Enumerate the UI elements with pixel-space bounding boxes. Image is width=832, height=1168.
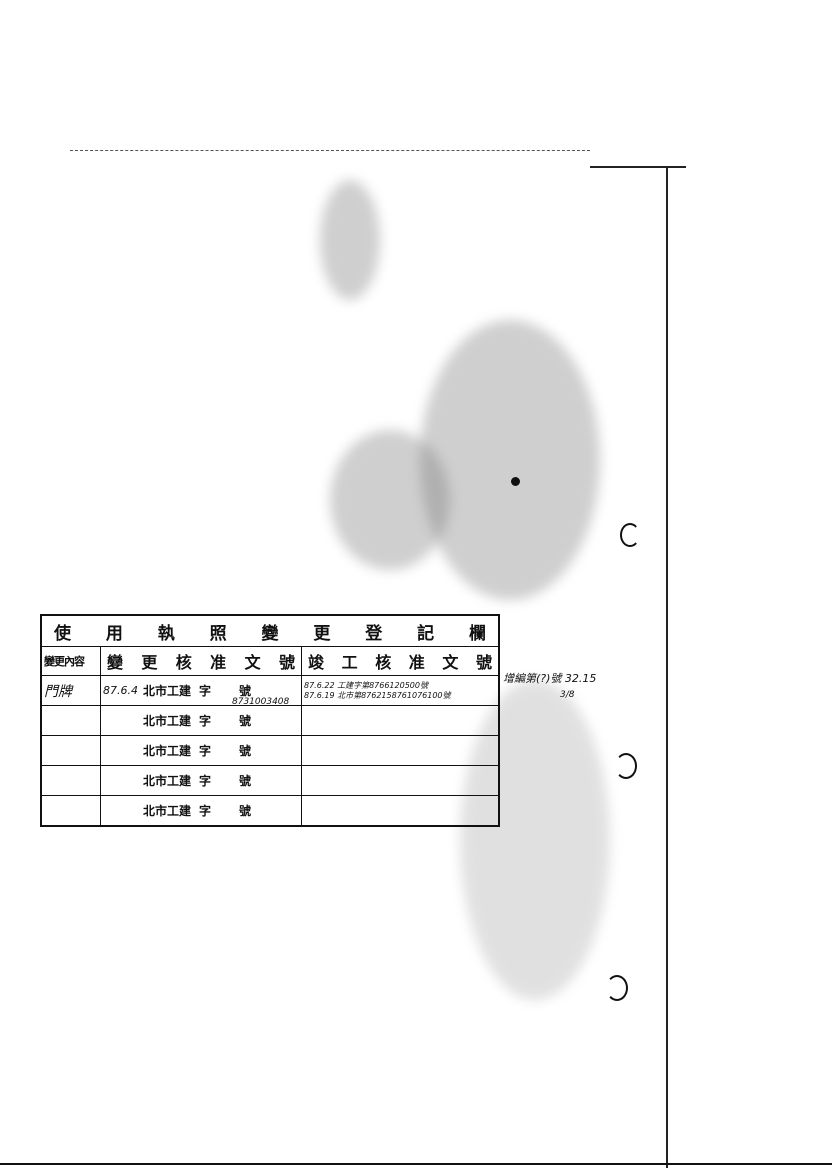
register-row: 北市工建 字 號	[40, 795, 500, 827]
register-row: 北市工建 字 號	[40, 705, 500, 736]
completion-approval-cell	[301, 765, 500, 796]
completion-line: 87.6.19 北市第8762158761076100號	[304, 690, 451, 700]
completion-approval-cell	[301, 795, 500, 827]
page-edge-right	[666, 168, 668, 1168]
punch-hole-mark	[615, 753, 637, 779]
zi-label: 字	[199, 744, 212, 758]
bleed-through-smudge	[330, 430, 450, 570]
page-edge-top	[590, 166, 686, 168]
title-char: 記	[417, 623, 435, 644]
title-char: 照	[209, 623, 227, 644]
punch-hole-mark	[620, 523, 640, 547]
change-approval-cell: 北市工建 字 號	[100, 765, 302, 796]
completion-approval-cell: 87.6.22 工建字第8766120500號 87.6.19 北市第87621…	[301, 675, 500, 706]
hao-label: 號	[239, 774, 252, 788]
permit-prefix: 北市工建	[143, 684, 192, 698]
header-completion-approval: 竣 工 核 准 文 號	[301, 646, 500, 676]
title-char: 欄	[469, 623, 486, 644]
permit-prefix: 北市工建	[143, 714, 192, 728]
title-char: 變	[261, 623, 279, 644]
scan-edge-top	[70, 150, 590, 151]
change-approval-cell: 北市工建 字 號	[100, 735, 302, 766]
bleed-through-smudge	[320, 180, 380, 300]
title-char: 執	[157, 623, 175, 644]
zi-label: 字	[199, 774, 212, 788]
header-change-content: 變更內容	[40, 646, 101, 676]
scan-bottom-edge	[0, 1163, 832, 1165]
zi-label: 字	[199, 714, 212, 728]
hao-label: 號	[239, 714, 252, 728]
hao-label: 號	[239, 744, 252, 758]
zi-label: 字	[199, 684, 212, 698]
approval-date: 87.6.4	[103, 684, 138, 697]
title-char: 用	[105, 623, 123, 644]
hao-label: 號	[239, 684, 252, 698]
title-char: 更	[313, 623, 331, 644]
register-title-row: 使 用 執 照 變 更 登 記 欄	[40, 614, 500, 647]
change-approval-cell: 北市工建 字 號	[100, 795, 302, 827]
punch-hole-mark	[606, 975, 628, 1001]
change-content-cell	[40, 735, 101, 766]
register-row: 門牌 87.6.4 北市工建 字 號 87.6.22 工建字第876612050…	[40, 675, 500, 706]
change-content-cell	[40, 765, 101, 796]
title-char: 使	[54, 623, 71, 644]
bleed-through-smudge	[420, 320, 600, 600]
handwritten-side-note-2: 3/8	[560, 690, 575, 700]
completion-line: 87.6.22 工建字第8766120500號	[304, 680, 428, 690]
register-row: 北市工建 字 號	[40, 765, 500, 796]
completion-approval-cell	[301, 735, 500, 766]
register-header-row: 變更內容 變 更 核 准 文 號 竣 工 核 准 文 號	[40, 646, 500, 676]
register-row: 北市工建 字 號	[40, 735, 500, 766]
handwritten-side-note: 增編第(?)號 32.15	[503, 672, 597, 685]
usage-permit-change-register: 使 用 執 照 變 更 登 記 欄 變更內容 變 更 核 准 文 號	[40, 614, 500, 827]
permit-prefix: 北市工建	[143, 774, 192, 788]
change-content-cell: 門牌	[40, 675, 101, 706]
header-change-approval: 變 更 核 准 文 號	[100, 646, 302, 676]
completion-approval-cell	[301, 705, 500, 736]
change-content-cell	[40, 795, 101, 827]
hao-label: 號	[239, 804, 252, 818]
change-approval-cell: 87.6.4 北市工建 字 號	[100, 675, 302, 706]
title-char: 登	[365, 623, 383, 644]
permit-prefix: 北市工建	[143, 804, 192, 818]
ink-dot	[511, 477, 520, 486]
change-approval-cell: 北市工建 字 號	[100, 705, 302, 736]
permit-prefix: 北市工建	[143, 744, 192, 758]
handwritten-permit-number: 8731003408	[232, 697, 290, 707]
register-title: 使 用 執 照 變 更 登 記 欄	[44, 619, 496, 644]
change-content-cell	[40, 705, 101, 736]
zi-label: 字	[199, 804, 212, 818]
